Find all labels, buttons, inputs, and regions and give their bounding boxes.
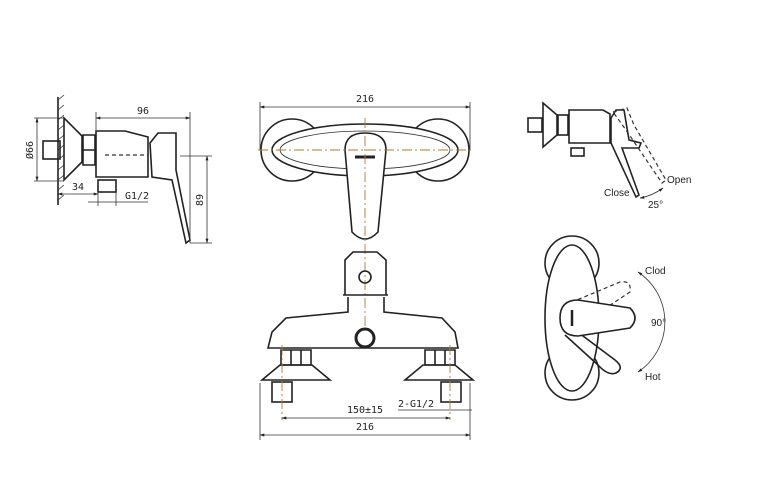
- cold-label: Clod: [645, 266, 666, 277]
- dim-2-g12: 2-G1/2: [398, 399, 434, 410]
- wall-nut: [42, 140, 61, 160]
- lever-rotation-view: Clod 90° Hot: [544, 235, 666, 401]
- hex-nut: [82, 134, 96, 166]
- dim-216-top: 216: [356, 94, 374, 105]
- dim-150: 150±15: [347, 405, 383, 416]
- tilt-angle-label: 25°: [648, 200, 663, 211]
- flange: [63, 116, 83, 182]
- dim-216-front: 216: [356, 422, 374, 433]
- handle-hot: [564, 329, 622, 375]
- inlet-spigot: [97, 179, 117, 193]
- handle-center: [559, 299, 636, 337]
- open-label: Open: [667, 175, 691, 186]
- lever-closed: [610, 109, 643, 199]
- dim-34: 34: [72, 182, 84, 193]
- lever: [149, 132, 191, 245]
- close-label: Close: [604, 188, 630, 199]
- handle-front: [343, 251, 388, 296]
- dim-thread: G1/2: [125, 191, 149, 202]
- rotation-angle-label: 90°: [651, 318, 666, 329]
- side-view: 96 Ø66 34 G1/2 89: [24, 94, 212, 245]
- front-view: 150±15 2-G1/2 216: [259, 251, 476, 440]
- handle-top: [344, 132, 387, 240]
- lever-open: [612, 107, 667, 184]
- valve-body: [95, 130, 149, 178]
- lever-tilt-view: Close Open 25°: [527, 101, 691, 211]
- hot-label: Hot: [645, 372, 661, 383]
- handle-cold: [564, 281, 631, 326]
- top-view: 216: [258, 94, 472, 350]
- dim-89: 89: [195, 194, 206, 206]
- dim-96: 96: [137, 106, 149, 117]
- dim-diameter: Ø66: [24, 141, 36, 159]
